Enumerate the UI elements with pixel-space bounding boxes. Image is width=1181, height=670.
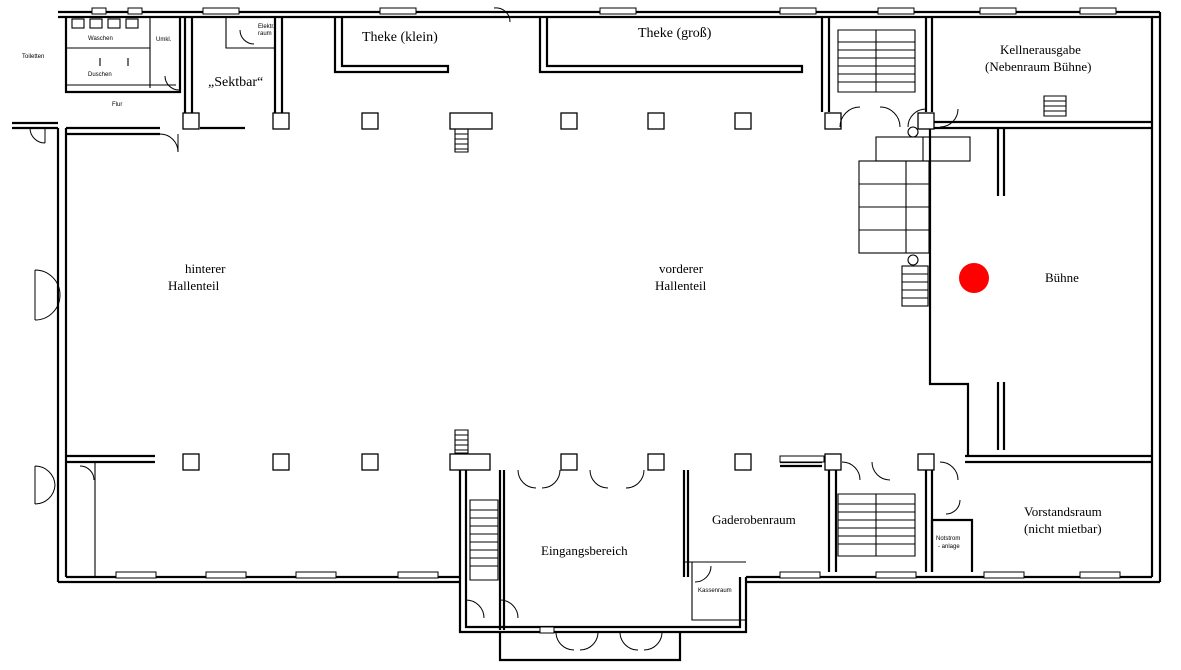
label-gaderobenraum: Gaderobenraum [712,512,796,527]
label-hinterer-hallenteil-line2: Hallenteil [168,278,220,293]
label-kellnerausgabe-line2: (Nebenraum Bühne) [985,59,1092,74]
entrance-walls [498,460,822,630]
label-sektbar: „Sektbar“ [208,75,263,90]
label-toiletten: Toiletten [22,54,44,60]
label-vorderer-hallenteil-line2: Hallenteil [655,278,707,293]
stairs-top-right [820,17,934,112]
label-elektroraum-line2: raum [258,31,272,37]
label-kassenraum: Kassenraum [698,588,732,594]
label-notstrom-line2: - anlage [938,544,960,550]
label-elektroraum-line1: Elektr. [258,24,275,30]
label-hinterer-hallenteil-line1: hinterer [185,261,226,276]
label-umkl: Umkl. [156,37,172,43]
windows [91,7,1121,634]
label-theke-klein: Theke (klein) [362,30,438,45]
label-notstrom-line1: Notstrom [936,536,960,542]
label-duschen: Duschen [88,72,112,78]
label-kellnerausgabe-line1: Kellnerausgabe [1000,42,1081,57]
stairs-bottom-right [827,470,934,572]
label-vorstandsraum-line1: Vorstandsraum [1024,504,1102,519]
label-theke-gross: Theke (groß) [638,26,712,41]
pillars [182,112,935,471]
upper-wing [64,17,284,115]
label-vorstandsraum-line2: (nicht mietbar) [1024,521,1102,536]
location-marker [959,263,989,293]
stage-area-walls [858,95,1152,572]
label-vorderer-hallenteil-line1: vorderer [659,261,704,276]
label-flur: Flur [112,102,122,108]
stairs-entrance [458,470,499,581]
label-eingangsbereich: Eingangsbereich [541,543,628,558]
hall-walls [66,126,245,577]
label-buehne: Bühne [1045,270,1079,285]
label-waschen: Waschen [88,36,113,42]
theke-counters [333,17,804,74]
doors [29,7,961,651]
